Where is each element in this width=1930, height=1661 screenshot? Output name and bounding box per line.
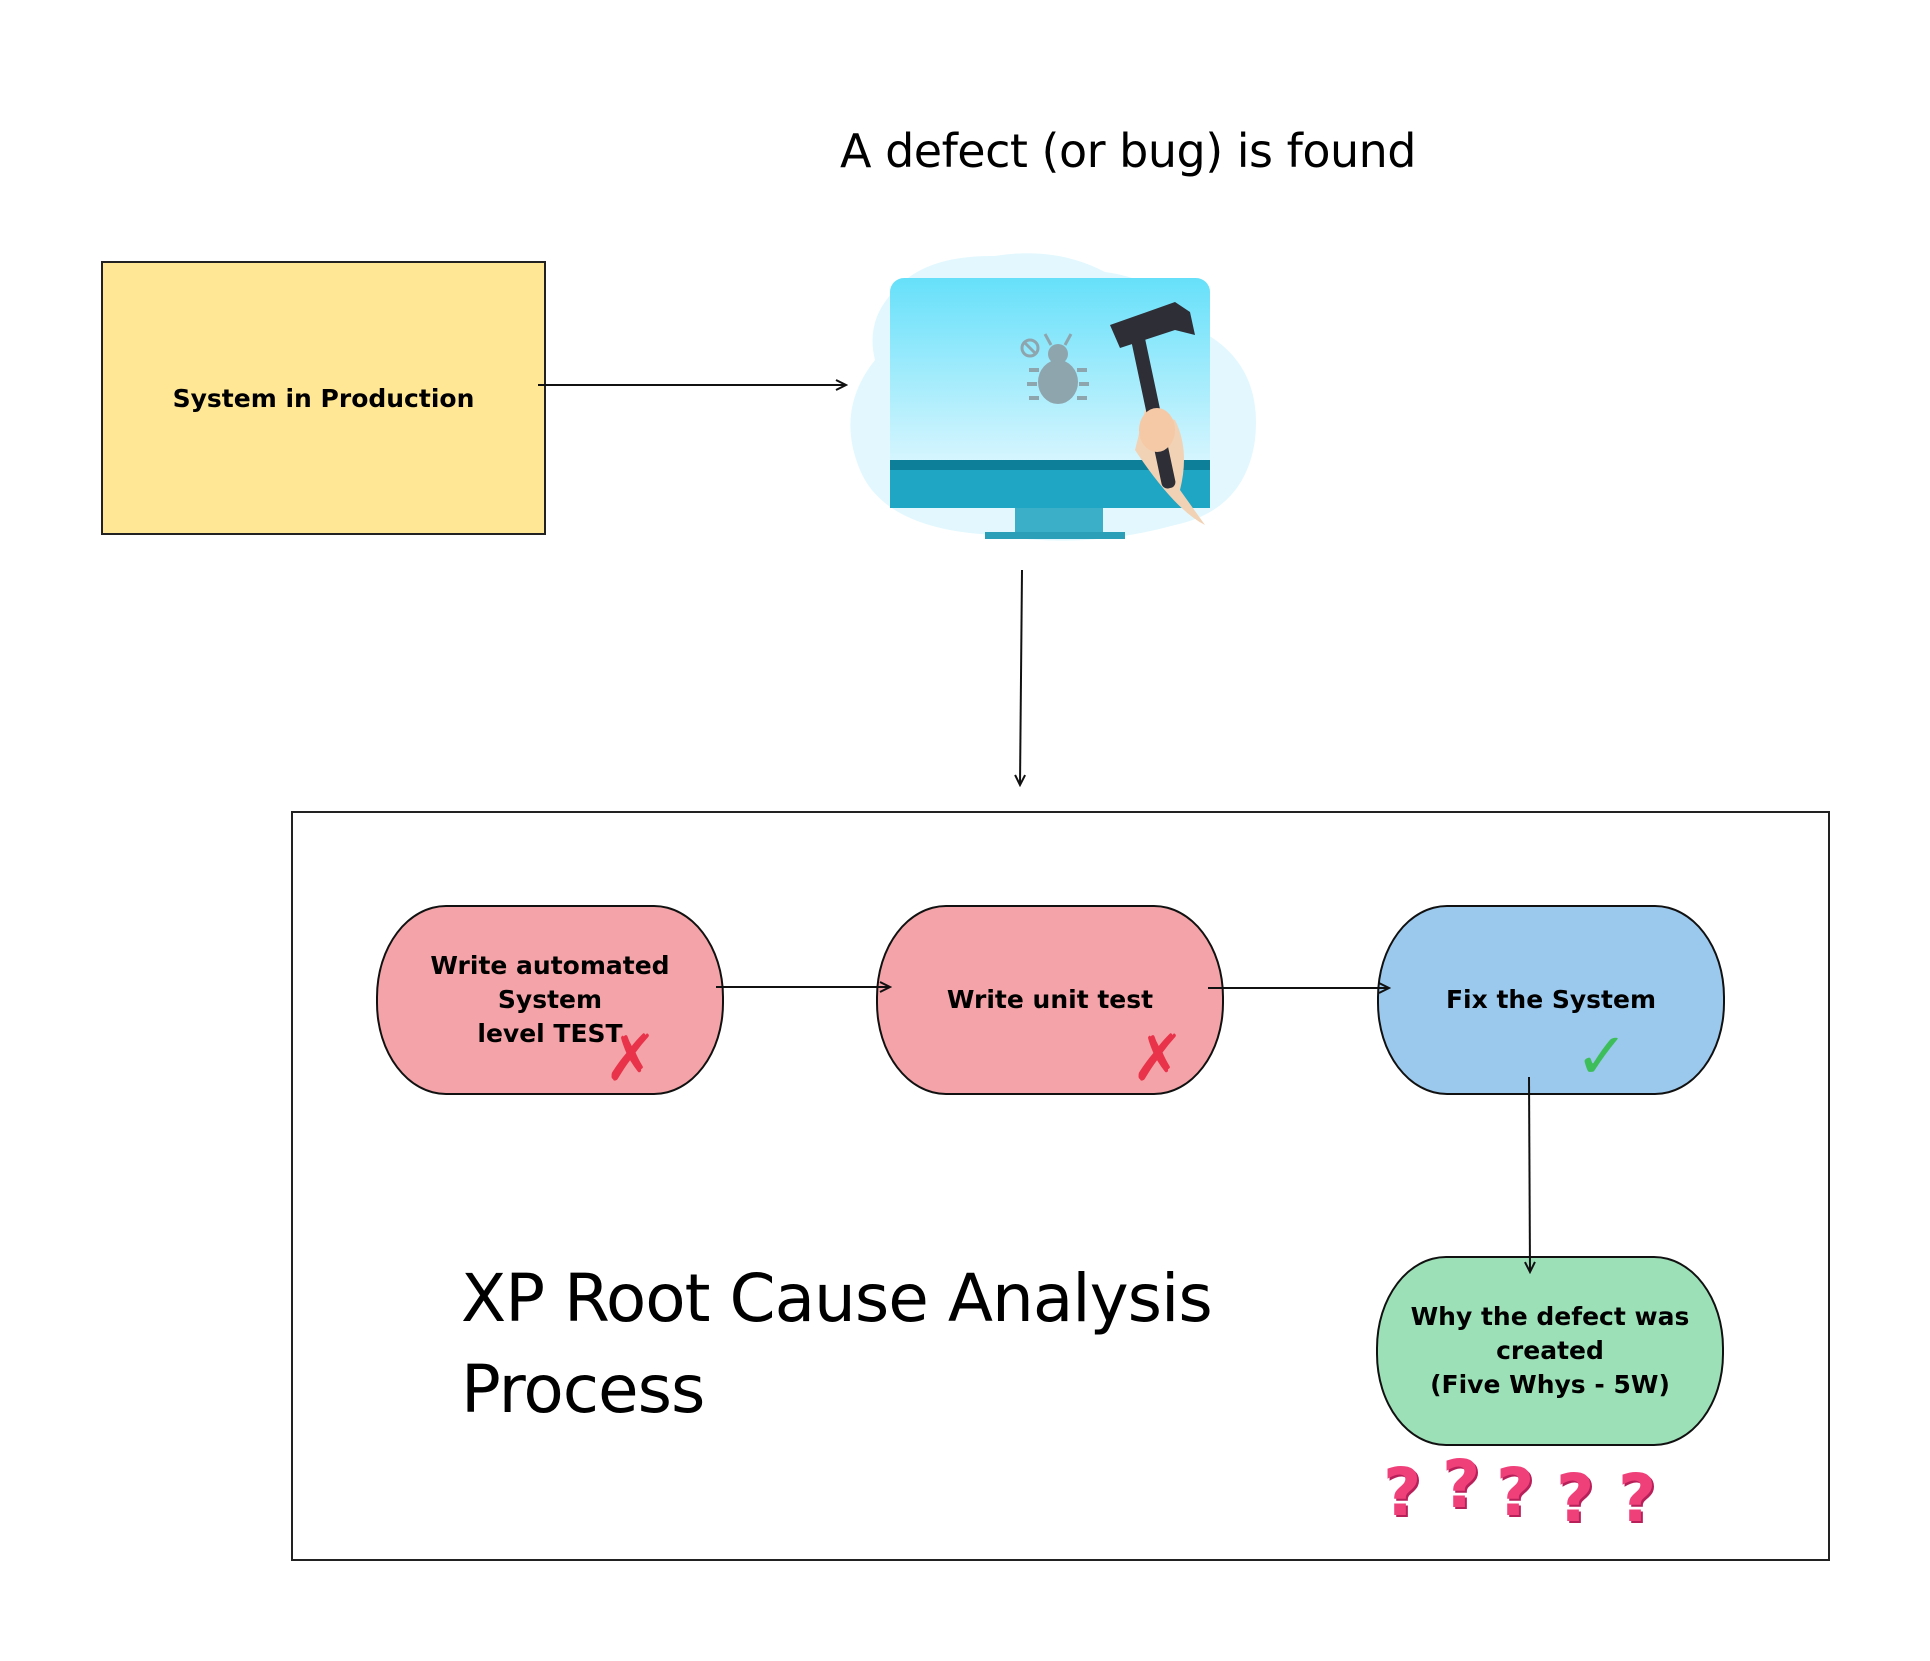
five-whys-label-line3: (Five Whys - 5W) <box>1430 1370 1670 1399</box>
bug-icon <box>1020 333 1089 404</box>
question-mark-icon: ? <box>1618 1460 1657 1537</box>
question-mark-icon: ? <box>1556 1460 1595 1537</box>
system-in-production-label: System in Production <box>172 383 475 413</box>
process-title-line2: Process <box>461 1351 705 1428</box>
five-whys-node: Why the defect was created (Five Whys - … <box>1376 1256 1724 1446</box>
arrow-fix-to-five-whys <box>1529 1076 1530 1272</box>
write-unit-test-label: Write unit test <box>946 985 1154 1014</box>
system-in-production-box: System in Production <box>101 261 546 535</box>
hammer-icon <box>1110 302 1205 525</box>
rca-process-frame <box>291 811 1830 1561</box>
write-system-test-label-line2: level TEST <box>477 1019 623 1048</box>
fix-the-system-node: Fix the System <box>1377 905 1725 1095</box>
computer-bug-fix-illustration <box>850 253 1256 541</box>
diagram-header: A defect (or bug) is found <box>840 124 1417 178</box>
write-unit-test-node: Write unit test <box>876 905 1224 1095</box>
write-system-test-node: Write automated System level TEST <box>376 905 724 1095</box>
process-title-line1: XP Root Cause Analysis <box>461 1260 1213 1337</box>
fix-the-system-label: Fix the System <box>1445 985 1657 1014</box>
cross-mark-icon: ✗ <box>604 1022 658 1096</box>
check-mark-icon: ✓ <box>1575 1020 1629 1094</box>
question-mark-icon: ? <box>1442 1446 1481 1523</box>
arrow-defect-to-process <box>1020 569 1022 785</box>
five-whys-label-line2: created <box>1496 1336 1604 1365</box>
process-title: XP Root Cause Analysis Process <box>461 1253 1213 1435</box>
question-mark-icon: ? <box>1496 1454 1535 1531</box>
write-system-test-label-line1: Write automated System <box>430 951 670 1014</box>
question-mark-icon: ? <box>1383 1454 1422 1531</box>
five-whys-label-line1: Why the defect was <box>1410 1302 1690 1331</box>
cross-mark-icon: ✗ <box>1131 1022 1185 1096</box>
